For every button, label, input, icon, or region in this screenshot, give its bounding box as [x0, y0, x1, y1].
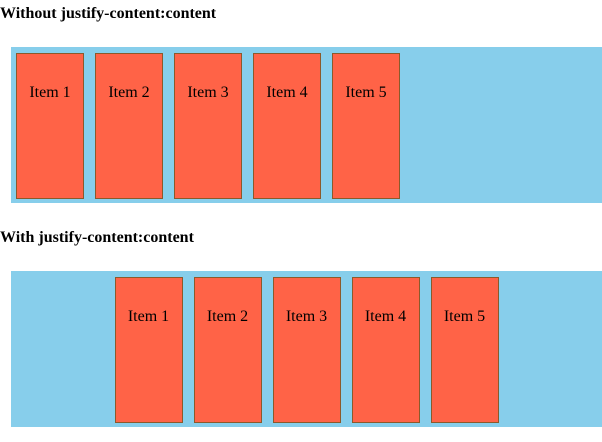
flex-item: Item 2 [95, 53, 163, 199]
flex-container-without: Item 1 Item 2 Item 3 Item 4 Item 5 [11, 47, 602, 203]
flex-item: Item 1 [114, 277, 183, 423]
flex-item: Item 4 [253, 53, 321, 199]
flex-item: Item 3 [174, 53, 242, 199]
section-heading-with: With justify-content:content [0, 229, 194, 246]
flex-item: Item 1 [16, 53, 84, 199]
flex-item: Item 5 [430, 277, 499, 423]
flex-item: Item 5 [332, 53, 400, 199]
section-heading-without: Without justify-content:content [0, 5, 217, 22]
flex-item: Item 2 [193, 277, 262, 423]
flex-item: Item 4 [351, 277, 420, 423]
flex-item: Item 3 [272, 277, 341, 423]
flex-container-with: Item 1 Item 2 Item 3 Item 4 Item 5 [11, 271, 602, 427]
